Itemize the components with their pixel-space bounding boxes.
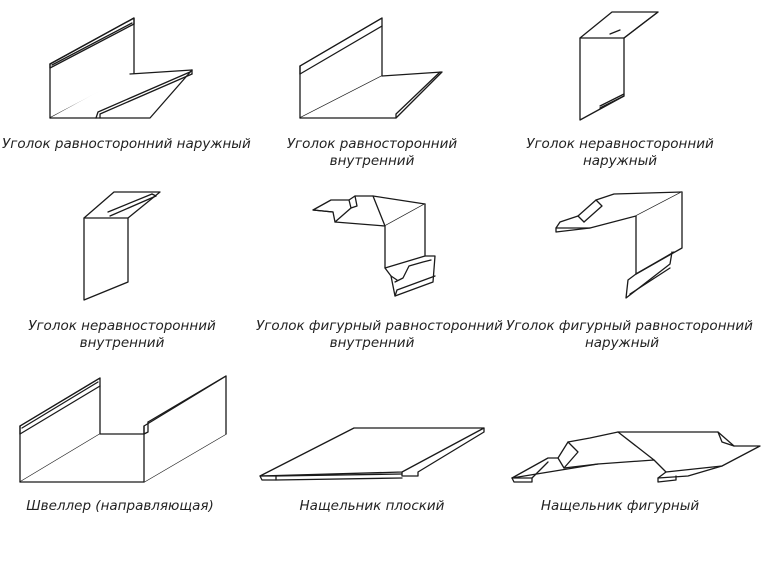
profile-caption: Уголок неравносторонний внутренний: [28, 318, 216, 351]
profile-caption: Нащельник плоский: [299, 498, 445, 514]
profile-caption: Нащельник фигурный: [540, 498, 700, 514]
profile-caption: Уголок фигурный равносторонний внутренни…: [256, 318, 503, 351]
shaped-strip-drawing: [508, 431, 764, 492]
profile-caption: Уголок фигурный равносторонний наружный: [506, 318, 753, 351]
channel-drawing: [14, 372, 234, 492]
flat-strip-drawing: [256, 424, 486, 488]
profile-caption: Уголок равносторонний внутренний: [286, 136, 458, 169]
inner-unequal-angle-drawing: [80, 186, 180, 306]
inner-shaped-angle-drawing: [305, 186, 445, 306]
outer-equal-angle-drawing: [40, 8, 220, 128]
profile-caption: Уголок неравносторонний наружный: [526, 136, 714, 169]
profile-caption: Швеллер (направляющая): [26, 498, 214, 514]
outer-shaped-angle-drawing: [550, 186, 690, 306]
outer-unequal-angle-drawing: [570, 8, 670, 128]
profile-caption: Уголок равносторонний наружный: [2, 136, 251, 152]
inner-equal-angle-drawing: [292, 8, 452, 128]
